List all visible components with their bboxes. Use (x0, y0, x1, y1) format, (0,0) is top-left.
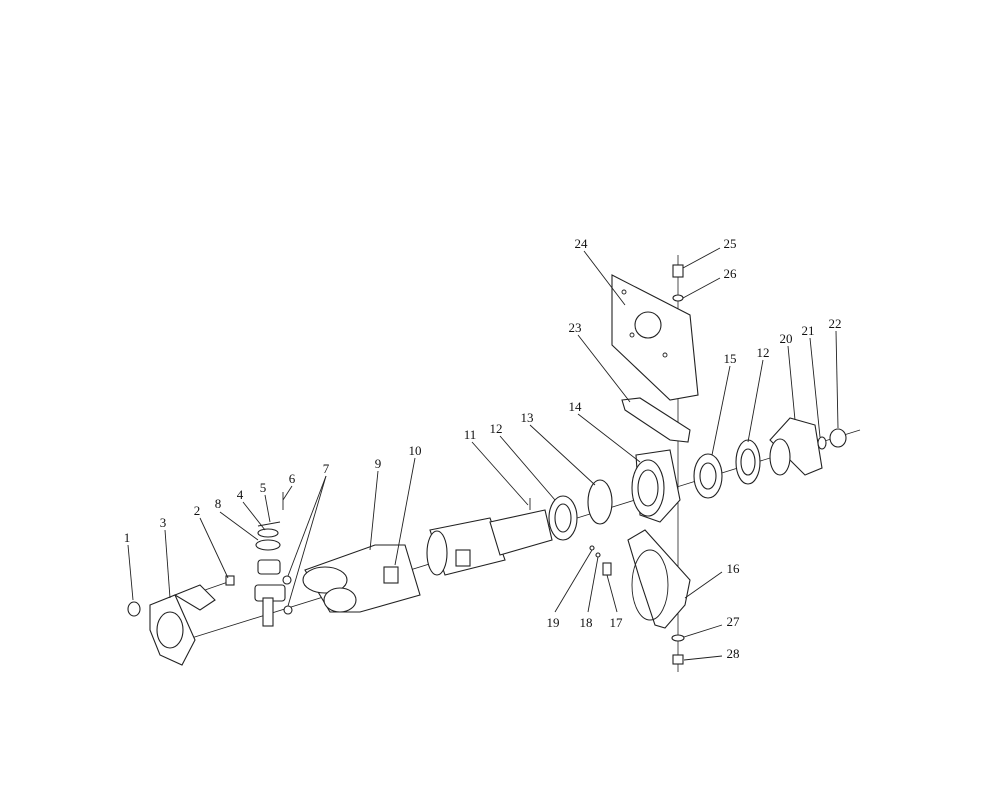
part-flange-yoke-3 (149, 584, 216, 666)
callout-20: 20 (780, 331, 793, 346)
part-bolt-25 (672, 264, 684, 278)
part-bolt-2 (204, 575, 235, 591)
part-bearing-15 (693, 453, 723, 499)
callout-22: 22 (829, 316, 842, 331)
callout-27: 27 (727, 614, 741, 629)
callout-12b: 12 (757, 345, 770, 360)
callout-12: 12 (490, 421, 503, 436)
callout-23: 23 (569, 320, 582, 335)
callout-8: 8 (215, 496, 222, 511)
callout-25: 25 (724, 236, 737, 251)
callout-6: 6 (289, 471, 296, 486)
callout-3: 3 (160, 515, 167, 530)
part-washer-27 (671, 634, 685, 642)
part-18 (595, 552, 601, 558)
callout-26: 26 (724, 266, 738, 281)
part-companion-flange-20 (769, 417, 823, 476)
callout-15: 15 (724, 351, 737, 366)
part-nut-22 (829, 428, 847, 448)
part-17 (602, 562, 612, 576)
callout-16: 16 (727, 561, 741, 576)
part-snap-ring-13 (587, 479, 613, 525)
callout-17: 17 (610, 615, 624, 630)
callout-11: 11 (464, 427, 477, 442)
part-seal-12b (735, 439, 761, 485)
part-nut-1 (127, 601, 141, 617)
callout-24: 24 (575, 236, 589, 251)
part-bearing-housing-14 (631, 449, 681, 523)
callout-2: 2 (194, 503, 201, 518)
callout-13: 13 (521, 410, 534, 425)
part-spline-shaft-11 (489, 498, 553, 556)
callout-4: 4 (237, 487, 244, 502)
callout-9: 9 (375, 456, 382, 471)
callout-1: 1 (124, 530, 131, 545)
part-nut-28 (672, 654, 684, 665)
part-19 (589, 545, 595, 551)
callout-5: 5 (260, 480, 267, 495)
callout-10: 10 (409, 443, 422, 458)
part-washer-21 (817, 436, 827, 450)
part-bracket-24 (611, 274, 699, 401)
part-seal-12 (548, 495, 578, 541)
leader-lines (127, 247, 839, 661)
part-cross-bearing (254, 492, 293, 627)
part-lower-bracket-16 (627, 529, 691, 629)
callout-18: 18 (580, 615, 593, 630)
callout-7: 7 (323, 461, 330, 476)
part-plate-23 (621, 397, 691, 443)
callout-28: 28 (727, 646, 740, 661)
part-slip-yoke-9 (302, 544, 421, 613)
callout-19: 19 (547, 615, 560, 630)
part-washer-26 (672, 294, 684, 302)
callout-14: 14 (569, 399, 583, 414)
callout-21: 21 (802, 323, 815, 338)
part-tube-10 (426, 517, 506, 576)
